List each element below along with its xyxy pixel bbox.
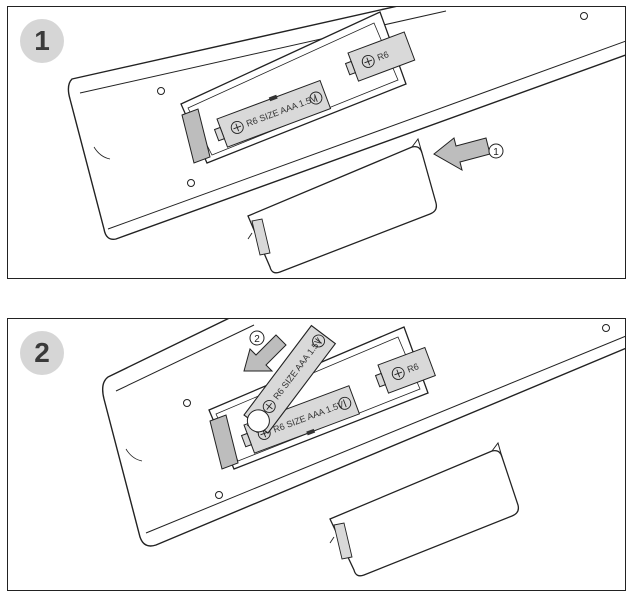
- svg-text:2: 2: [254, 334, 260, 345]
- plus-icon: [230, 120, 244, 134]
- minus-icon: [312, 334, 326, 348]
- minus-icon: [309, 91, 323, 105]
- battery-cell: R6: [344, 31, 416, 82]
- battery-cover: [329, 441, 520, 577]
- step-1-panel: 1 R6 SIZE AAA 1.5V: [7, 6, 626, 279]
- step-number-badge: 2: [20, 331, 64, 375]
- battery-label: R6: [406, 361, 420, 374]
- insert-direction-arrow-icon: [243, 334, 287, 372]
- plus-icon: [262, 400, 276, 413]
- step-number-badge: 1: [20, 19, 64, 63]
- remote-body: [101, 319, 625, 547]
- slide-direction-arrow-icon: [433, 137, 491, 172]
- screw-holes: [183, 324, 610, 499]
- minus-icon: [338, 396, 352, 410]
- arrow-step-marker: 2: [249, 330, 265, 346]
- arrow-step-marker: 1: [488, 143, 504, 159]
- battery-label: R6: [376, 49, 390, 62]
- remote-insert-battery-illustration: R6 SIZE AAA 1.5V R6 R6 SIZE AAA 1.5V: [101, 319, 625, 577]
- plus-icon: [391, 366, 405, 380]
- svg-text:1: 1: [493, 147, 499, 158]
- battery-cell: R6: [374, 346, 436, 394]
- remote-open-cover-illustration: R6 SIZE AAA 1.5V R6 1: [67, 7, 625, 274]
- step-2-panel: 2 R6 SIZE AAA 1.5V: [7, 318, 626, 591]
- plus-icon: [361, 54, 375, 68]
- battery-end-cap: [246, 409, 270, 433]
- screw-holes: [157, 12, 588, 187]
- battery-cover: [247, 137, 438, 274]
